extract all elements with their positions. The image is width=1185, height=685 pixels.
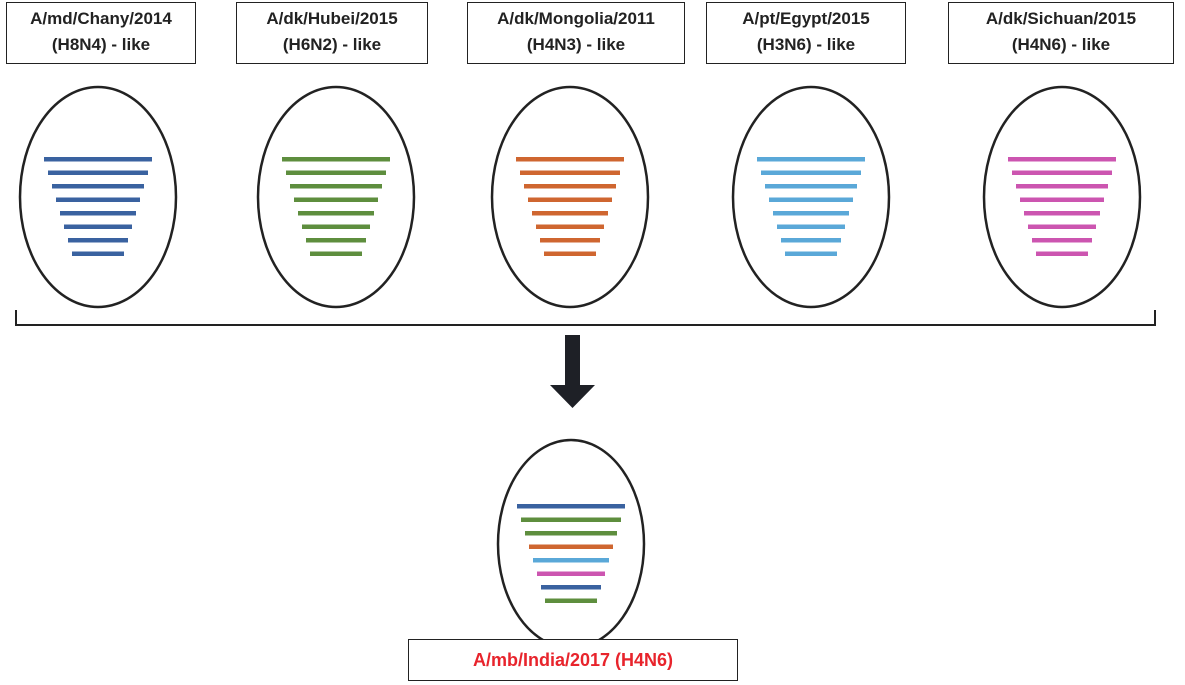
gene-segment-4 xyxy=(769,197,853,202)
down-arrow-icon xyxy=(550,335,595,408)
strain-subtype: (H4N3) - like xyxy=(526,35,626,54)
virion-outline xyxy=(496,438,646,650)
gene-segment-1 xyxy=(1008,157,1116,162)
strain-subtype: (H4N6) - like xyxy=(1011,35,1111,54)
gene-segment-7 xyxy=(541,585,601,590)
gene-segment-2 xyxy=(520,170,620,175)
strain-label-2: A/dk/Hubei/2015 (H6N2) - like xyxy=(236,2,428,64)
gene-segment-8 xyxy=(544,251,596,256)
strain-label-4: A/pt/Egypt/2015 (H3N6) - like xyxy=(706,2,906,64)
gene-segment-8 xyxy=(72,251,124,256)
strain-label-1: A/md/Chany/2014 (H8N4) - like xyxy=(6,2,196,64)
gene-segment-8 xyxy=(545,598,597,603)
strain-name: A/dk/Hubei/2015 xyxy=(266,9,398,28)
strain-subtype: (H6N2) - like xyxy=(282,35,382,54)
result-label-box: A/mb/India/2017 (H4N6) xyxy=(408,639,738,681)
gene-segment-5 xyxy=(1024,211,1100,216)
gene-segment-2 xyxy=(1012,170,1112,175)
virion-outline xyxy=(490,85,650,309)
gene-segment-2 xyxy=(521,517,621,522)
gene-segment-1 xyxy=(517,504,625,509)
gene-segment-6 xyxy=(537,571,605,576)
parent-virion-2 xyxy=(256,85,416,309)
gene-segment-3 xyxy=(52,184,144,189)
result-strain-name: A/mb/India/2017 (H4N6) xyxy=(472,650,674,670)
parent-virion-3 xyxy=(490,85,650,309)
strain-subtype: (H3N6) - like xyxy=(756,35,856,54)
virion-outline xyxy=(256,85,416,309)
gene-segment-1 xyxy=(44,157,152,162)
reassortant-virion-body xyxy=(496,438,646,650)
gene-segment-3 xyxy=(290,184,382,189)
gene-segment-6 xyxy=(536,224,604,229)
gene-segment-6 xyxy=(777,224,845,229)
gene-segment-4 xyxy=(56,197,140,202)
gene-segment-3 xyxy=(525,531,617,536)
strain-name: A/md/Chany/2014 xyxy=(30,9,172,28)
parent-virion-1 xyxy=(18,85,178,309)
gene-segment-3 xyxy=(524,184,616,189)
parent-virion-5 xyxy=(982,85,1142,309)
strain-label-3: A/dk/Mongolia/2011 (H4N3) - like xyxy=(467,2,685,64)
gene-segment-7 xyxy=(781,238,841,243)
gene-segment-1 xyxy=(516,157,624,162)
gene-segment-7 xyxy=(68,238,128,243)
virion-outline xyxy=(731,85,891,309)
gene-segment-5 xyxy=(298,211,374,216)
arrow-head xyxy=(550,385,595,408)
virion-outline xyxy=(982,85,1142,309)
gene-segment-4 xyxy=(528,197,612,202)
gene-segment-6 xyxy=(302,224,370,229)
gene-segment-5 xyxy=(60,211,136,216)
parent-virion-4 xyxy=(731,85,891,309)
gene-segment-8 xyxy=(785,251,837,256)
virion-outline xyxy=(18,85,178,309)
gene-segment-1 xyxy=(282,157,390,162)
strain-subtype: (H8N4) - like xyxy=(51,35,151,54)
gene-segment-8 xyxy=(1036,251,1088,256)
gene-segment-4 xyxy=(1020,197,1104,202)
gene-segment-4 xyxy=(294,197,378,202)
gene-segment-4 xyxy=(529,544,613,549)
gene-segment-6 xyxy=(64,224,132,229)
gene-segment-5 xyxy=(533,558,609,563)
parent-virions xyxy=(18,85,1142,309)
gene-segment-2 xyxy=(286,170,386,175)
strain-name: A/dk/Mongolia/2011 xyxy=(497,9,655,28)
reassortant-virion xyxy=(496,438,646,650)
gene-segment-3 xyxy=(765,184,857,189)
gene-segment-8 xyxy=(310,251,362,256)
arrow-shaft xyxy=(565,335,580,387)
gene-segment-5 xyxy=(773,211,849,216)
gene-segment-6 xyxy=(1028,224,1096,229)
gene-segment-2 xyxy=(761,170,861,175)
gene-segment-2 xyxy=(48,170,148,175)
strain-label-5: A/dk/Sichuan/2015 (H4N6) - like xyxy=(948,2,1174,64)
gene-segment-5 xyxy=(532,211,608,216)
gene-segment-1 xyxy=(757,157,865,162)
gene-segment-7 xyxy=(306,238,366,243)
grouping-bracket xyxy=(15,310,1156,326)
gene-segment-7 xyxy=(540,238,600,243)
strain-name: A/pt/Egypt/2015 xyxy=(742,9,870,28)
gene-segment-3 xyxy=(1016,184,1108,189)
strain-name: A/dk/Sichuan/2015 xyxy=(985,9,1137,28)
gene-segment-7 xyxy=(1032,238,1092,243)
